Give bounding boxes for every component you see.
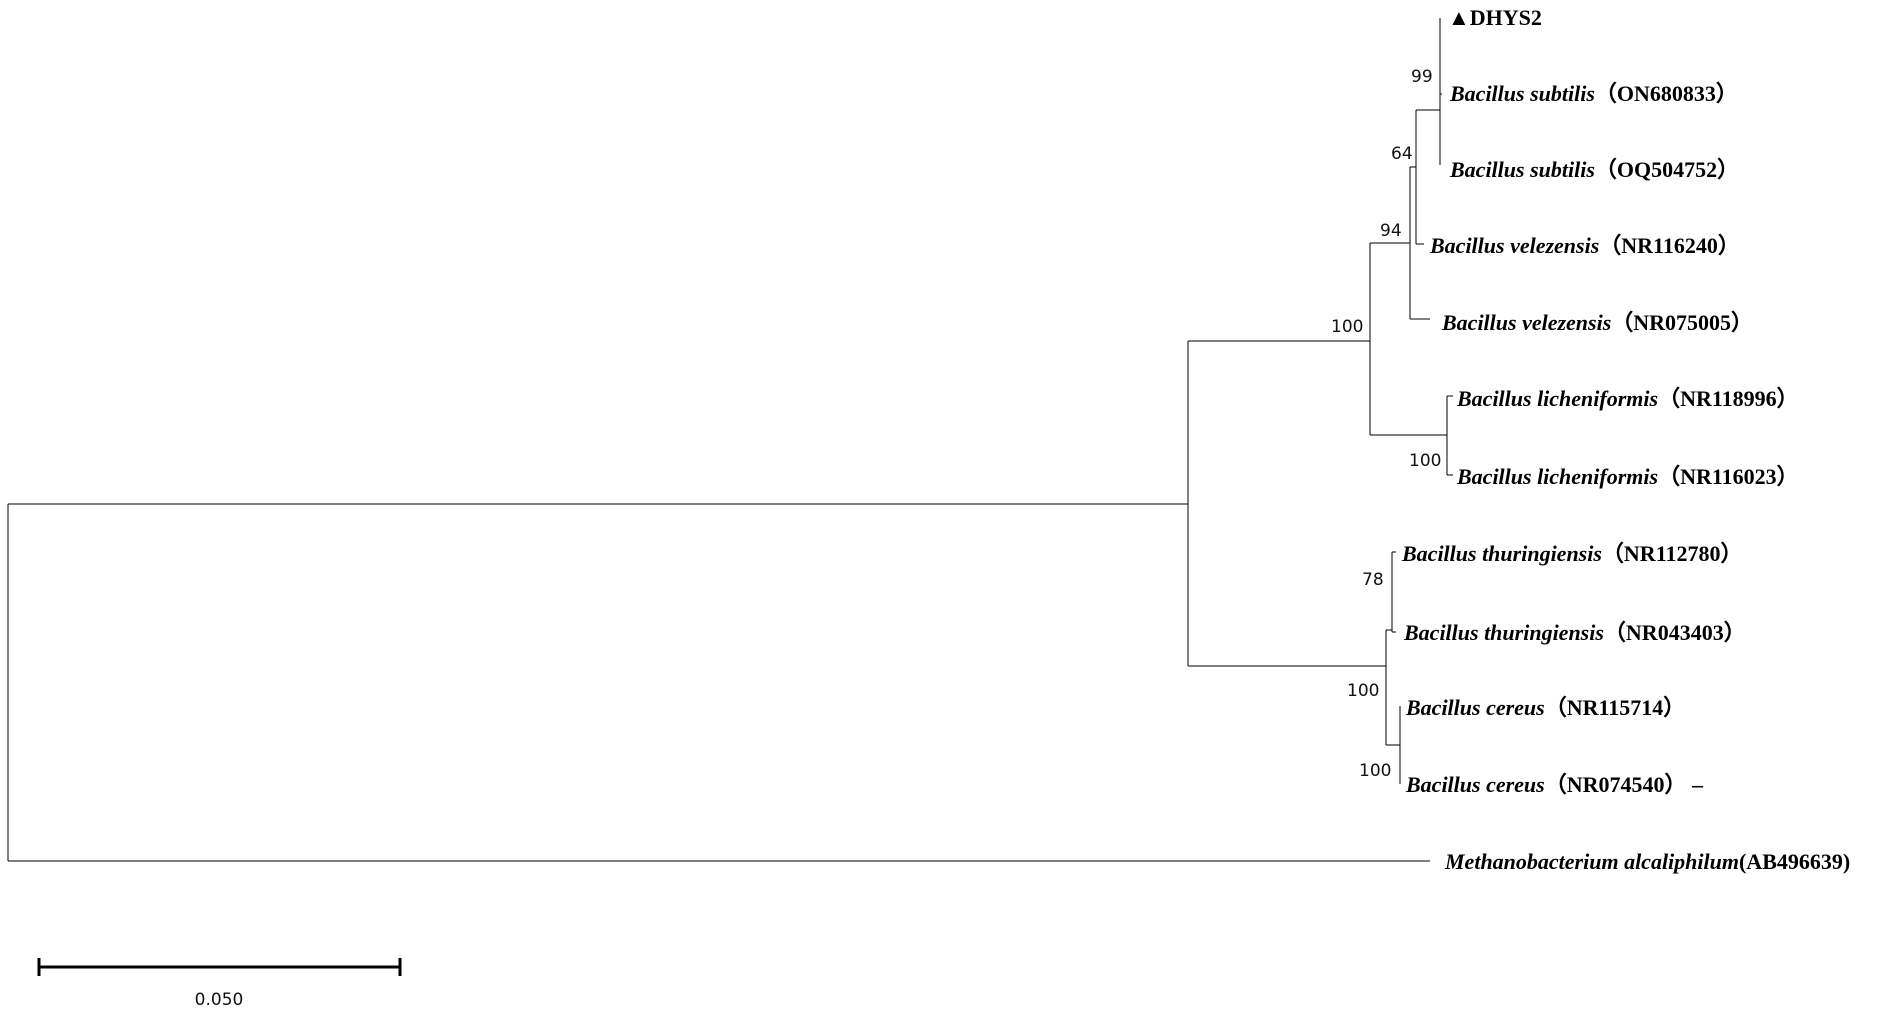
accession-number: （NR116240）: [1599, 233, 1740, 258]
species-name: Bacillus thuringiensis: [1401, 541, 1602, 566]
species-name: Bacillus velezensis: [1441, 310, 1611, 335]
accession-number: （ON680833）: [1595, 81, 1738, 106]
accession-number: （NR116023）: [1658, 464, 1799, 489]
bootstrap-velezensis-clade: 94: [1380, 221, 1402, 241]
species-name: Bacillus thuringiensis: [1403, 620, 1604, 645]
taxon-label-cereus-nr115714: Bacillus cereus（NR115714）: [1405, 695, 1685, 720]
species-name: Bacillus velezensis: [1429, 233, 1599, 258]
taxon-label-velezensis-nr075005: Bacillus velezensis（NR075005）: [1441, 310, 1753, 335]
taxon-label-velezensis-nr116240: Bacillus velezensis（NR116240）: [1429, 233, 1740, 258]
species-name: Methanobacterium alcaliphilum: [1444, 849, 1739, 874]
species-name: Bacillus cereus: [1405, 772, 1545, 797]
species-name: Bacillus licheniformis: [1456, 386, 1658, 411]
accession-number: （NR115714）: [1545, 695, 1686, 720]
species-name: Bacillus subtilis: [1449, 81, 1595, 106]
taxon-label-subtilis-oq504752: Bacillus subtilis（OQ504752）: [1449, 157, 1739, 182]
accession-number: （OQ504752）: [1595, 157, 1739, 182]
accession-number: （NR074540） –: [1545, 772, 1704, 797]
taxon-label-methanobacterium-ab496639: Methanobacterium alcaliphilum(AB496639): [1444, 849, 1850, 874]
accession-number: (AB496639): [1739, 849, 1850, 874]
accession-number: （NR043403）: [1604, 620, 1746, 645]
tree-branches: [7, 18, 1453, 862]
accession-number: （NR112780）: [1602, 541, 1743, 566]
taxon-label-thuringiensis-nr112780: Bacillus thuringiensis（NR112780）: [1401, 541, 1742, 566]
taxon-label-dhys2: ▲DHYS2: [1448, 5, 1542, 30]
taxon-label-subtilis-on680833: Bacillus subtilis（ON680833）: [1449, 81, 1738, 106]
taxon-label-cereus-nr074540: Bacillus cereus（NR074540） –: [1405, 772, 1704, 797]
accession-number: （NR075005）: [1611, 310, 1753, 335]
scale-bar-line: [37, 958, 402, 976]
species-name: Bacillus subtilis: [1449, 157, 1595, 182]
species-name: Bacillus cereus: [1405, 695, 1545, 720]
triangle-marker-icon: ▲: [1448, 5, 1470, 30]
taxon-label-thuringiensis-nr043403: Bacillus thuringiensis（NR043403）: [1403, 620, 1746, 645]
bootstrap-thuringiensis-clade: 78: [1362, 570, 1384, 590]
bootstrap-cereus-clade: 100: [1359, 761, 1391, 781]
taxon-label-licheniformis-nr118996: Bacillus licheniformis（NR118996）: [1456, 386, 1799, 411]
bootstrap-subtilis-clade: 99: [1411, 67, 1433, 87]
scale-bar-label: 0.050: [195, 990, 244, 1010]
bootstrap-cereus-group: 100: [1347, 681, 1379, 701]
taxon-labels: ▲DHYS2 Bacillus subtilis（ON680833） Bacil…: [1401, 5, 1850, 874]
taxon-label-licheniformis-nr116023: Bacillus licheniformis（NR116023）: [1456, 464, 1799, 489]
bootstrap-licheniformis-clade: 100: [1409, 451, 1441, 471]
bootstrap-subtilis-velezensis1: 64: [1391, 144, 1413, 164]
bootstrap-subtilis-licheniformis: 100: [1331, 317, 1363, 337]
taxon-name-dhys2: DHYS2: [1470, 5, 1542, 30]
bootstrap-values: 99 64 94 100 100 78 100 100: [1331, 67, 1441, 781]
accession-number: （NR118996）: [1658, 386, 1799, 411]
scale-bar: 0.050: [37, 958, 402, 1010]
species-name: Bacillus licheniformis: [1456, 464, 1658, 489]
